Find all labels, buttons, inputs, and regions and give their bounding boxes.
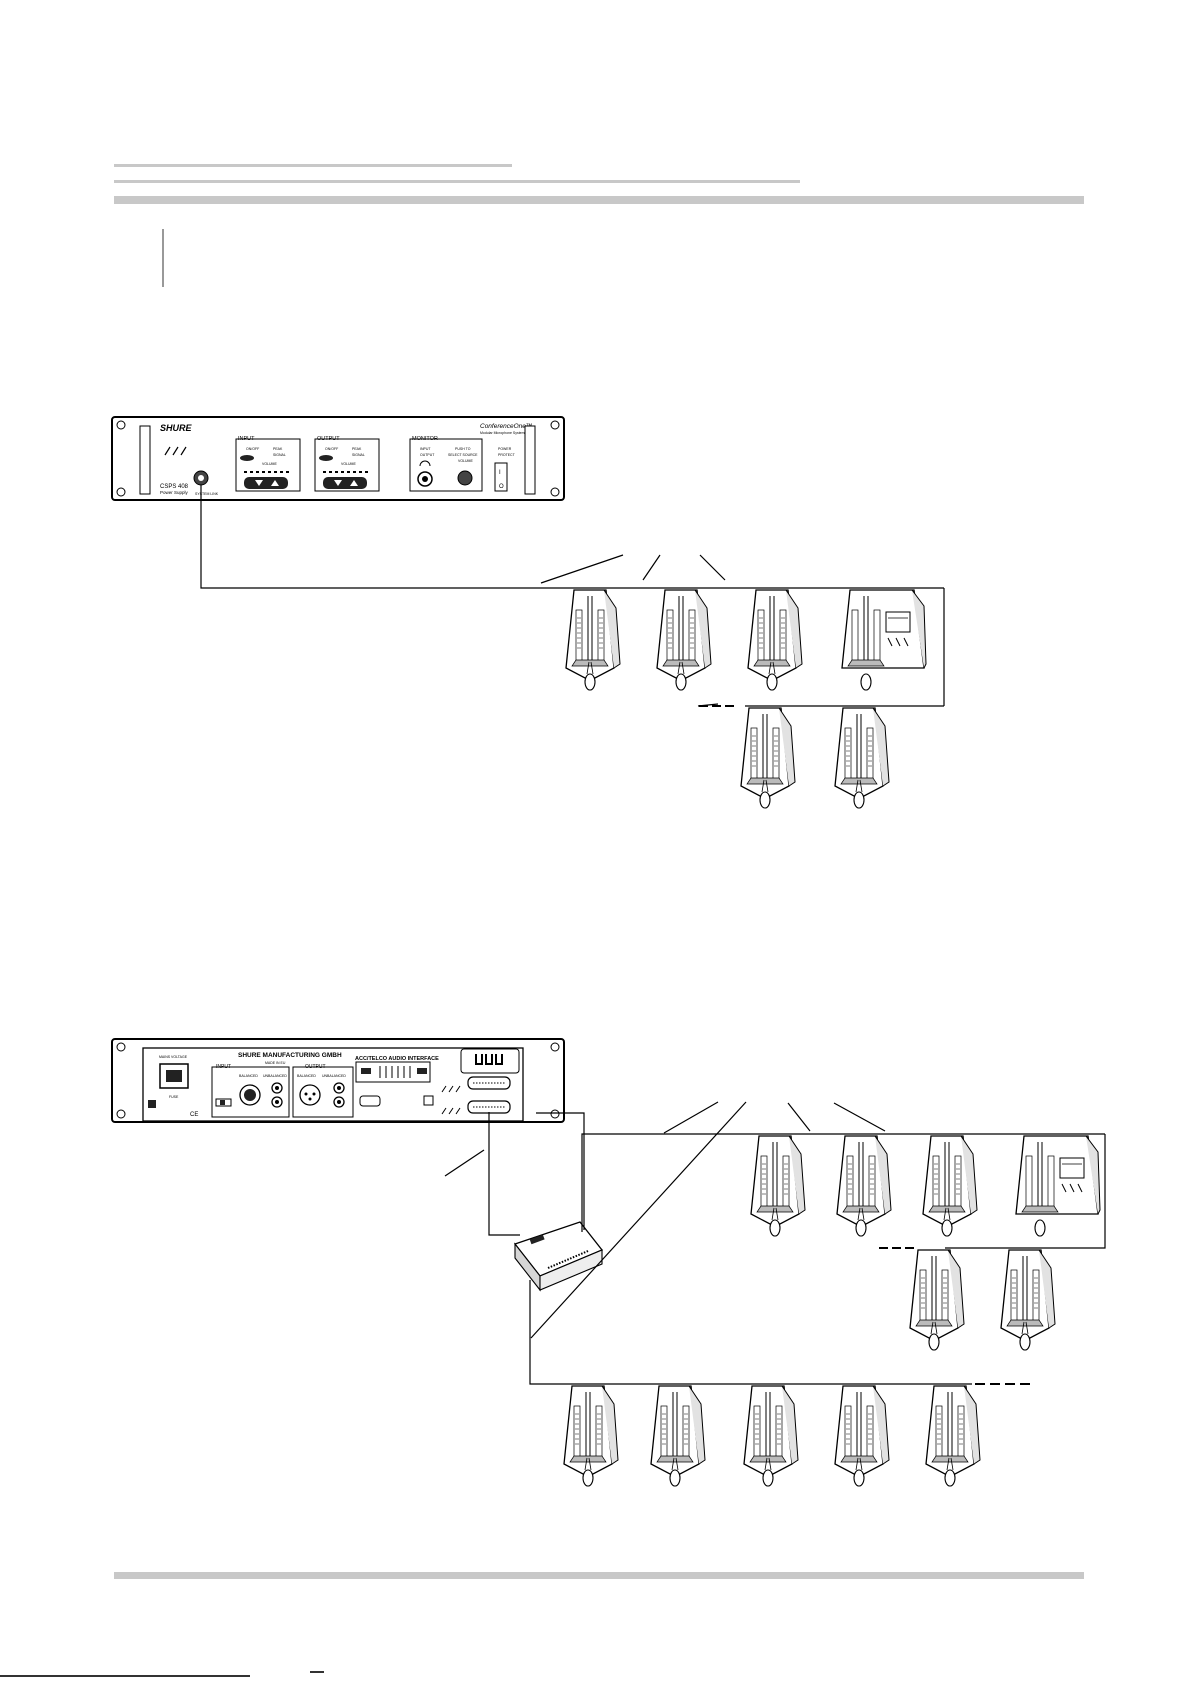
db9-connector [359, 1095, 381, 1107]
svg-text:INPUT: INPUT [420, 447, 431, 451]
footer-rule [114, 1572, 1084, 1579]
monitor-title: MONITOR [412, 436, 438, 442]
svg-text:ACC/TELCO AUDIO INTERFACE: ACC/TELCO AUDIO INTERFACE [355, 1056, 439, 1062]
header-rule-medium [114, 180, 800, 183]
svg-text:FUSE: FUSE [169, 1095, 179, 1099]
power-supply-front-panel: SHURE CSPS 408 Power Supply SYSTEM LINK … [111, 416, 565, 501]
svg-text:ON/OFF: ON/OFF [325, 447, 338, 451]
top-wiring [200, 485, 945, 707]
product-sub: Modular Microphone System [480, 431, 525, 435]
margin-marker [162, 229, 164, 287]
xlr-output [299, 1084, 321, 1106]
maker-label: SHURE MANUFACTURING GMBH [238, 1052, 342, 1059]
link-symbol [164, 446, 187, 456]
svg-text:VOLUME: VOLUME [458, 459, 473, 463]
headphone-icon [419, 460, 431, 467]
svg-text:PEAK: PEAK [352, 447, 362, 451]
page-edge-mark-2 [310, 1671, 324, 1673]
svg-text:VOLUME: VOLUME [262, 462, 277, 466]
rear-output-section [292, 1066, 354, 1118]
svg-text:VOLUME: VOLUME [341, 462, 356, 466]
svg-text:PEAK: PEAK [273, 447, 283, 451]
svg-text:PUSH TO: PUSH TO [455, 447, 471, 451]
svg-text:SELECT SOURCE: SELECT SOURCE [448, 453, 478, 457]
monitor-volume-knob [457, 470, 473, 486]
svg-text:ON/OFF: ON/OFF [246, 447, 259, 451]
product-name: ConferenceOne™ [480, 423, 532, 430]
header-rule-long [114, 196, 1084, 204]
brand-logo: SHURE [160, 423, 193, 433]
bottom-wiring [444, 1101, 1106, 1385]
page-edge-mark [0, 1675, 250, 1677]
monitor-section [409, 438, 483, 492]
bottom-units [563, 1135, 1101, 1487]
splitter-box [513, 1221, 604, 1292]
mains-label: MAINS VOLTAGE [159, 1055, 188, 1059]
audio-interface-rear-panel: SHURE MANUFACTURING GMBH MADE IN EU MAIN… [111, 1038, 565, 1123]
svg-text:I: I [499, 470, 501, 476]
svg-text:PROTECT: PROTECT [498, 453, 516, 457]
svg-text:POWER: POWER [498, 447, 512, 451]
svg-text:BALANCED: BALANCED [297, 1074, 316, 1078]
connector-label: SYSTEM LINK [195, 492, 219, 496]
rear-input-section [211, 1066, 290, 1118]
svg-text:OUTPUT: OUTPUT [420, 453, 435, 457]
svg-text:INPUT: INPUT [216, 1064, 231, 1070]
svg-text:UNBALANCED: UNBALANCED [322, 1074, 346, 1078]
power-model-label: CSPS 408 [160, 484, 189, 490]
input-section [235, 438, 301, 492]
power-switch [494, 462, 508, 492]
svg-text:BALANCED: BALANCED [239, 1074, 258, 1078]
svg-text:SIGNAL: SIGNAL [352, 453, 365, 457]
svg-text:CE: CE [190, 1112, 198, 1118]
top-units [565, 589, 927, 809]
svg-text:UNBALANCED: UNBALANCED [263, 1074, 287, 1078]
svg-text:O: O [499, 484, 504, 490]
output-title: OUTPUT [317, 436, 340, 442]
output-section [314, 438, 380, 492]
header-rule-short [114, 164, 512, 167]
input-title: INPUT [238, 436, 255, 442]
svg-text:SIGNAL: SIGNAL [273, 453, 286, 457]
svg-text:OUTPUT: OUTPUT [305, 1064, 326, 1070]
made-in-label: MADE IN EU [265, 1061, 286, 1065]
power-model-sub: Power Supply [160, 490, 189, 495]
